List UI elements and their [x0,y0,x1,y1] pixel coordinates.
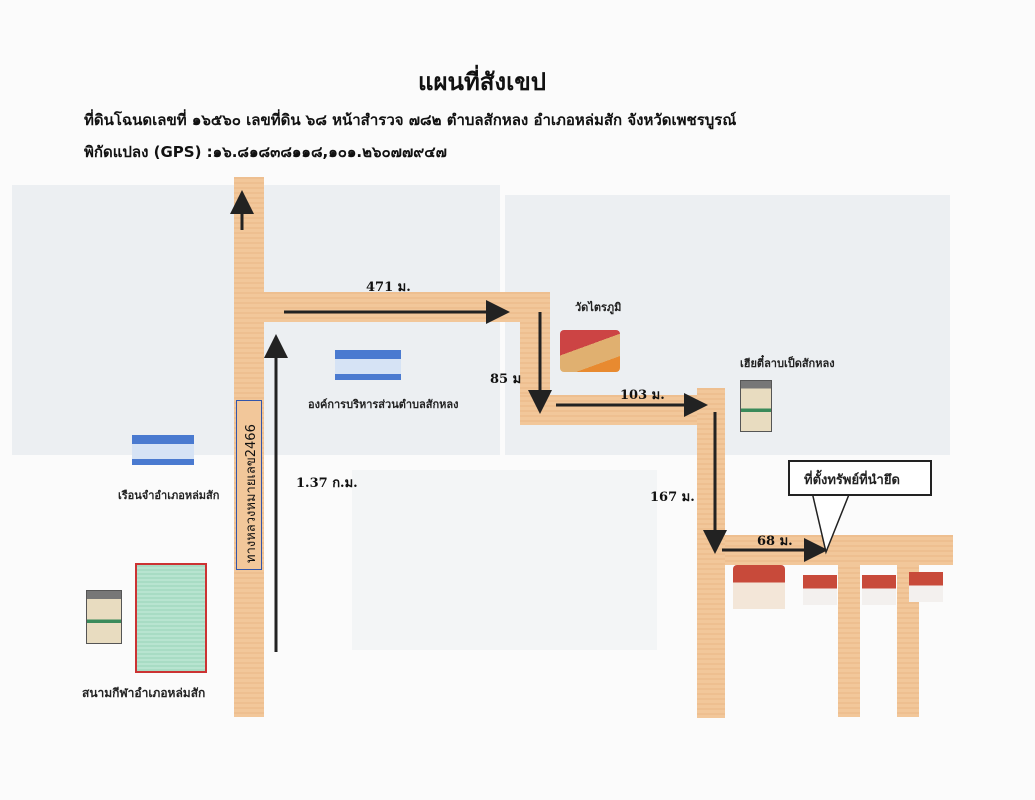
government-building-icon [335,350,401,380]
distance-2: 471 ม. [366,280,411,295]
house-icon-1 [803,575,837,605]
callout-pointer [811,491,851,555]
land-deed-info: ที่ดินโฉนดเลขที่ ๑๖๕๖๐ เลขที่ดิน ๖๘ หน้า… [84,111,737,129]
prison-label: เรือนจำอำเภอหล่มสัก [118,489,220,502]
sao-label: องค์การบริหารส่วนตำบลสักหลง [308,398,459,411]
temple-label: วัดไตรภูมิ [575,301,622,314]
house-icon-2 [862,575,896,605]
highway-label-box: ทางหลวงหมายเลข2466 [236,400,262,570]
side-road-1 [838,565,860,717]
page-title: แผนที่สังเขป [418,68,546,96]
restaurant-label: เฮียตี๋ลาบเป็ดสักหลง [740,357,835,370]
highway-label: ทางหลวงหมายเลข2466 [244,424,259,563]
shop-building-icon-2 [86,590,122,644]
stadium-label: สนามกีฬาอำเภอหล่มสัก [82,686,206,700]
distance-4: 103 ม. [620,388,665,403]
side-road-2 [897,565,919,717]
prison-building-icon [132,435,194,465]
temple-icon [560,330,620,372]
shop-building-icon [740,380,772,432]
distance-5: 167 ม. [650,490,695,505]
house-icon-property [733,565,785,609]
distance-3: 85 ม [490,372,522,387]
callout-label: ที่ตั้งทรัพย์ที่นำยึด [804,473,900,488]
gps-coordinates: พิกัดแปลง (GPS) :๑๖.๘๑๘๓๘๑๑๘,๑๐๑.๒๖๐๗๗๙๔… [84,143,447,161]
distance-6: 68 ม. [757,534,793,549]
property-callout: ที่ตั้งทรัพย์ที่นำยึด [788,460,932,496]
map-background-bottom [352,470,657,650]
house-icon-3 [909,572,943,602]
stadium-area [135,563,207,673]
distance-1: 1.37 ก.ม. [296,476,358,491]
